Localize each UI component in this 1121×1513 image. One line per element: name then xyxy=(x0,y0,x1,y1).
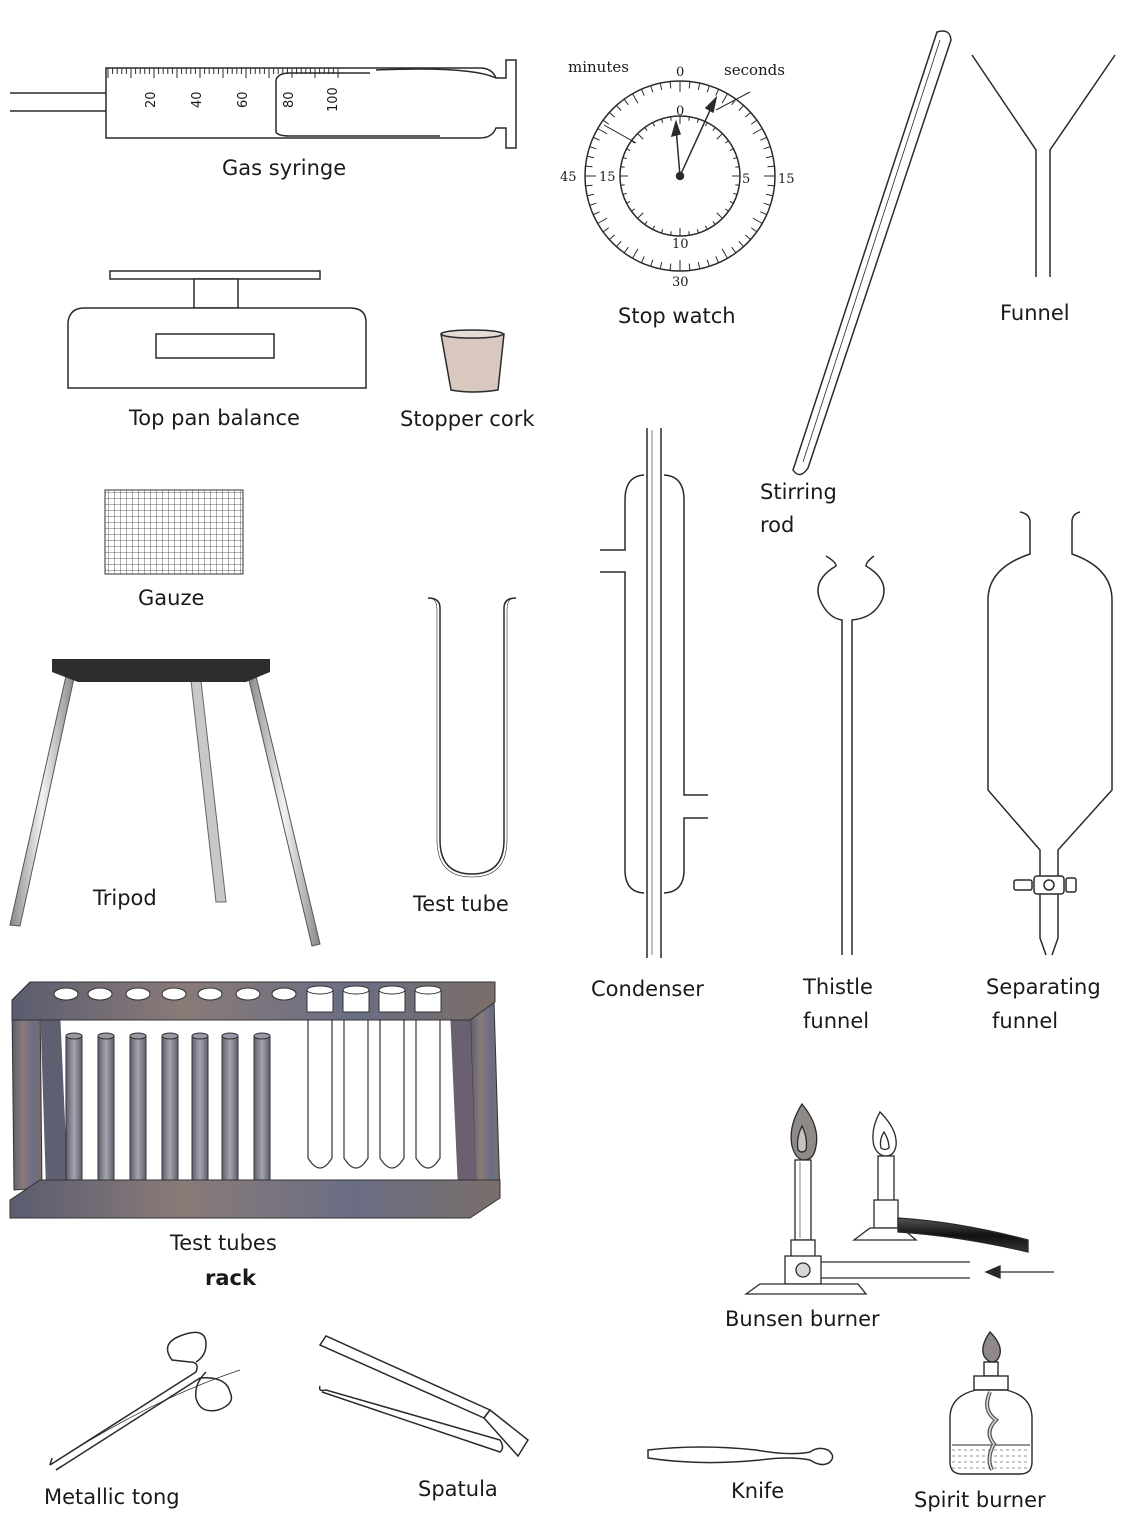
test-tubes-rack-drawing xyxy=(9,981,501,1219)
tripod-drawing xyxy=(9,659,321,947)
spirit-burner-drawing xyxy=(949,1330,1033,1475)
stopwatch-seconds-label: seconds xyxy=(724,61,785,79)
bunsen-burner-drawing xyxy=(743,1102,1054,1295)
condenser-drawing xyxy=(600,428,708,958)
label-test-tubes-rack-line1: Test tubes xyxy=(170,1231,277,1255)
gas-syringe-drawing xyxy=(10,59,517,149)
label-funnel: Funnel xyxy=(1000,301,1070,325)
rack-tubes xyxy=(65,1000,441,1205)
label-spatula: Spatula xyxy=(418,1477,498,1501)
syringe-scale-ticks xyxy=(107,68,339,78)
label-separating-funnel-line2: funnel xyxy=(992,1009,1059,1033)
label-stirring-rod-line1: Stirring xyxy=(760,480,837,504)
spatula-drawing xyxy=(318,1335,529,1458)
rack-holes xyxy=(53,985,442,1013)
label-gas-syringe: Gas syringe xyxy=(222,156,347,180)
knife-drawing xyxy=(647,1446,834,1466)
label-stirring-rod-line2: rod xyxy=(760,513,795,537)
label-test-tube: Test tube xyxy=(413,892,509,916)
label-thistle-funnel-line1: Thistle xyxy=(803,975,873,999)
top-pan-balance-drawing xyxy=(67,270,367,389)
label-test-tubes-rack-line2: rack xyxy=(205,1266,256,1290)
stopwatch-outer-15: 15 xyxy=(778,172,795,187)
syringe-scale-60: 60 xyxy=(236,91,251,108)
stopper-cork-drawing xyxy=(440,329,505,393)
metallic-tong-drawing xyxy=(49,1331,241,1471)
label-top-pan-balance: Top pan balance xyxy=(129,406,300,430)
stop-watch-ticks xyxy=(585,81,775,271)
syringe-scale-100: 100 xyxy=(326,87,341,112)
label-stopper-cork: Stopper cork xyxy=(400,407,535,431)
label-separating-funnel-line1: Separating xyxy=(986,975,1101,999)
label-knife: Knife xyxy=(731,1479,785,1503)
stopwatch-inner-0: 0 xyxy=(676,104,685,119)
thistle-funnel-drawing xyxy=(817,555,885,955)
label-thistle-funnel-line2: funnel xyxy=(803,1009,870,1033)
syringe-scale-40: 40 xyxy=(190,91,205,108)
label-spirit-burner: Spirit burner xyxy=(914,1488,1046,1512)
stopwatch-minutes-label: minutes xyxy=(568,58,629,76)
stopwatch-inner-5: 5 xyxy=(742,172,751,187)
label-gauze: Gauze xyxy=(138,586,205,610)
label-tripod: Tripod xyxy=(93,886,157,910)
stopwatch-outer-0: 0 xyxy=(676,65,685,80)
syringe-scale-80: 80 xyxy=(282,91,297,108)
label-stop-watch: Stop watch xyxy=(618,304,736,328)
gauze-drawing xyxy=(104,489,244,575)
stopwatch-outer-30: 30 xyxy=(672,275,689,290)
stopwatch-inner-15: 15 xyxy=(599,170,616,185)
stop-watch-drawing xyxy=(584,80,776,272)
syringe-scale-20: 20 xyxy=(144,91,159,108)
stopwatch-outer-45: 45 xyxy=(560,170,577,185)
separating-funnel-drawing xyxy=(987,511,1113,956)
label-bunsen-burner: Bunsen burner xyxy=(725,1307,880,1331)
funnel-drawing xyxy=(971,54,1116,277)
test-tube-drawing xyxy=(427,597,517,878)
stopwatch-inner-10: 10 xyxy=(672,237,689,252)
label-metallic-tong: Metallic tong xyxy=(44,1485,180,1509)
label-condenser: Condenser xyxy=(591,977,704,1001)
stirring-rod-drawing xyxy=(792,30,952,476)
